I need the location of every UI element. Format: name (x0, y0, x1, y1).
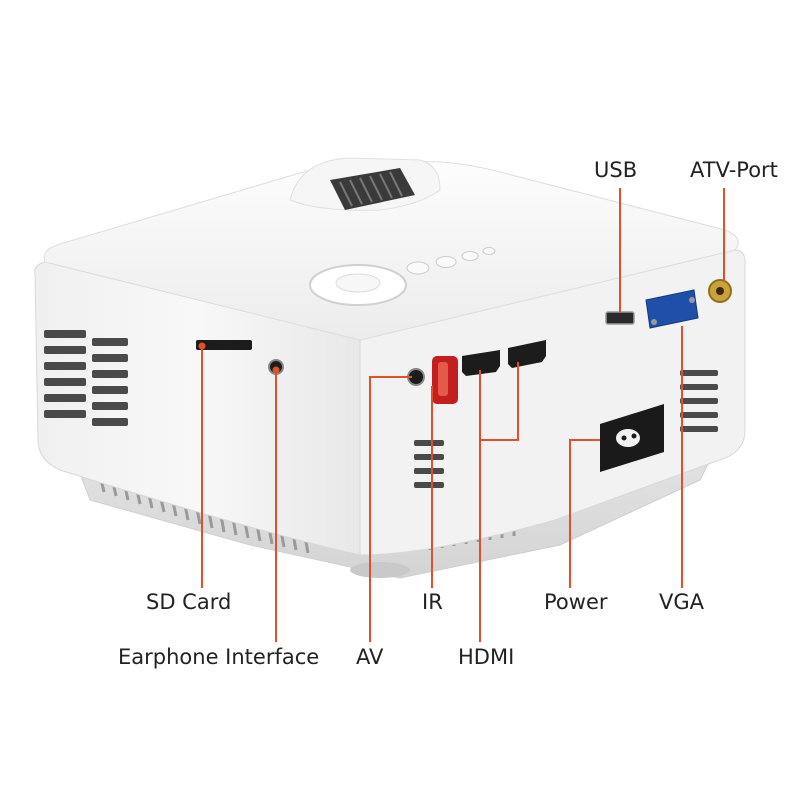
hdmi-label: HDMI (458, 645, 515, 669)
power-button-center (335, 273, 381, 293)
projector-top (43, 159, 739, 341)
nav-button-3 (482, 247, 496, 255)
ir-receiver-shine (438, 362, 448, 396)
power-socket (600, 404, 664, 472)
menu-button (406, 261, 430, 275)
sd-card-label: SD Card (146, 590, 232, 614)
ir-label: IR (422, 590, 443, 614)
usb-label: USB (594, 158, 638, 182)
focus-wheel (330, 168, 415, 210)
atv-port-label: ATV-Port (690, 158, 778, 182)
front-foot (350, 562, 410, 578)
hdmi-callout (479, 362, 519, 441)
nav-button-2 (461, 251, 479, 261)
power-label: Power (544, 590, 608, 614)
av-label: AV (356, 645, 384, 669)
right-vent (414, 370, 718, 488)
sd-card-callout-dot (198, 342, 206, 350)
atv-port (708, 279, 732, 303)
nav-button-1 (435, 256, 457, 268)
callout-lines (198, 188, 725, 642)
projector-front-panel (34, 261, 361, 556)
earphone-callout-dot (272, 366, 280, 374)
power-callout (569, 439, 600, 588)
projector-right-panel (359, 249, 746, 556)
av-callout (369, 376, 412, 642)
hdmi-port-2 (508, 340, 546, 368)
earphone-interface-label: Earphone Interface (118, 645, 320, 669)
hdmi-port-1 (462, 350, 500, 376)
usb-port (605, 311, 635, 325)
vga-port (645, 289, 699, 329)
side-vent (44, 330, 128, 426)
vga-label: VGA (659, 590, 705, 614)
sd-card-slot (196, 340, 252, 350)
